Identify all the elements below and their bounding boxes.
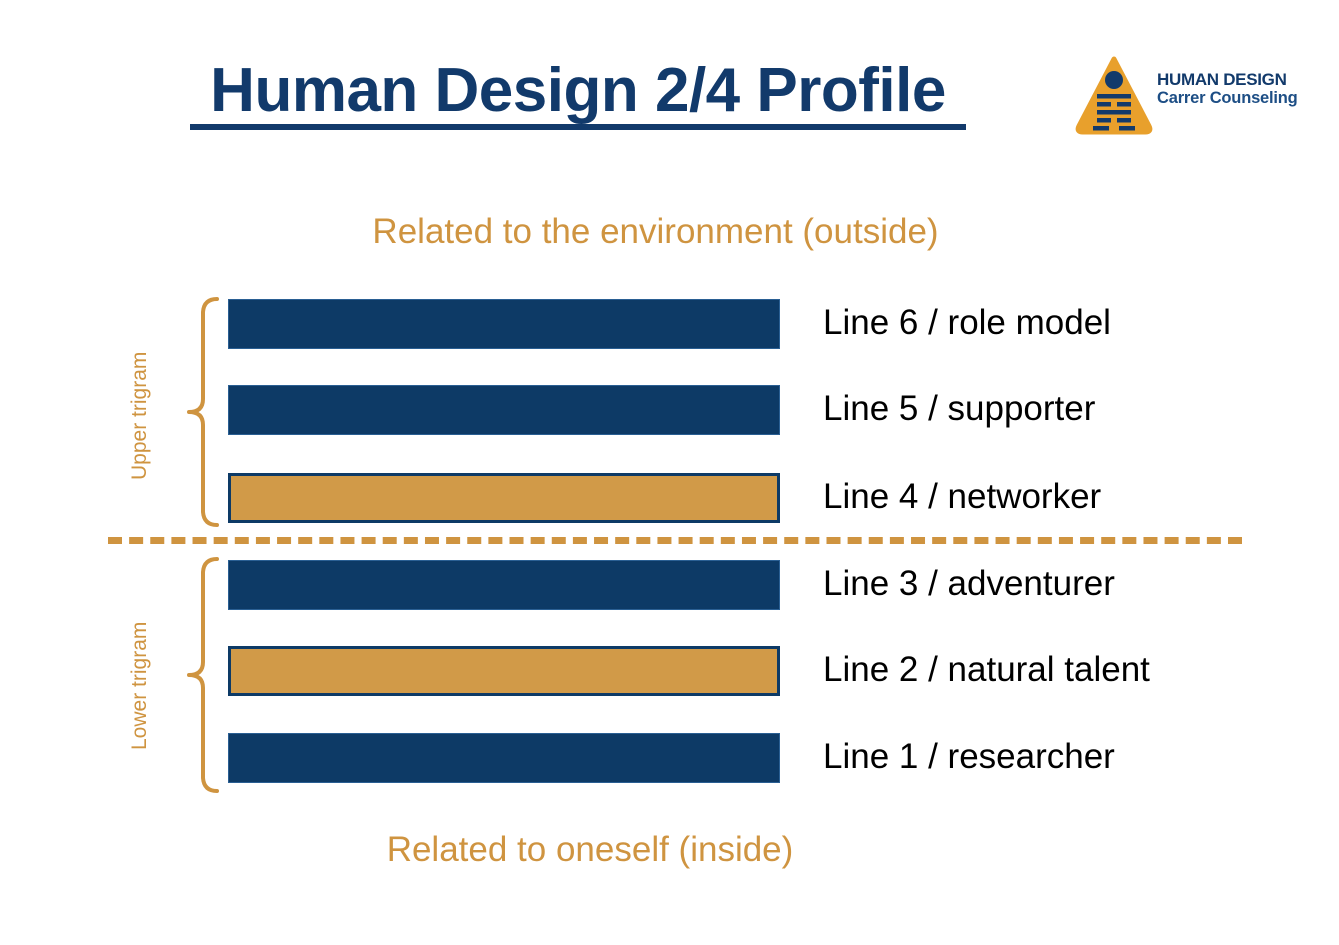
line-1-bar — [228, 733, 780, 783]
logo-line-secondary: Carrer Counseling — [1157, 89, 1298, 108]
triangle-hexagram-logo-icon — [1075, 56, 1153, 136]
line-1-label: Line 1 / researcher — [823, 737, 1115, 776]
title-underline — [190, 124, 966, 130]
upper-trigram-label: Upper trigram — [128, 351, 151, 480]
line-4-bar-highlighted — [228, 473, 780, 523]
line-2-bar-highlighted — [228, 646, 780, 696]
line-4-label: Line 4 / networker — [823, 477, 1102, 516]
logo-line-primary: HUMAN DESIGN — [1157, 70, 1287, 89]
logo-text: HUMAN DESIGN Carrer Counseling — [1157, 70, 1298, 108]
lower-trigram-brace-icon — [186, 556, 220, 794]
profile-line-row: Line 1 / researcher — [228, 733, 1240, 783]
line-2-label: Line 2 / natural talent — [823, 650, 1150, 689]
line-3-label: Line 3 / adventurer — [823, 564, 1115, 603]
line-3-bar — [228, 560, 780, 610]
upper-trigram-brace-icon — [186, 296, 220, 528]
profile-line-row: Line 2 / natural talent — [228, 646, 1240, 696]
profile-line-row: Line 3 / adventurer — [228, 560, 1240, 610]
line-6-bar — [228, 299, 780, 349]
profile-line-row: Line 6 / role model — [228, 299, 1240, 349]
logo: HUMAN DESIGN Carrer Counseling — [1075, 56, 1298, 140]
line-5-bar — [228, 385, 780, 435]
caption-outside: Related to the environment (outside) — [372, 212, 939, 251]
trigram-divider — [108, 537, 1242, 544]
caption-inside: Related to oneself (inside) — [386, 830, 794, 869]
page-title: Human Design 2/4 Profile — [210, 56, 946, 125]
profile-line-row: Line 5 / supporter — [228, 385, 1240, 435]
line-5-label: Line 5 / supporter — [823, 389, 1096, 428]
line-6-label: Line 6 / role model — [823, 303, 1111, 342]
profile-line-row: Line 4 / networker — [228, 473, 1240, 523]
lower-trigram-label: Lower trigram — [128, 621, 151, 750]
